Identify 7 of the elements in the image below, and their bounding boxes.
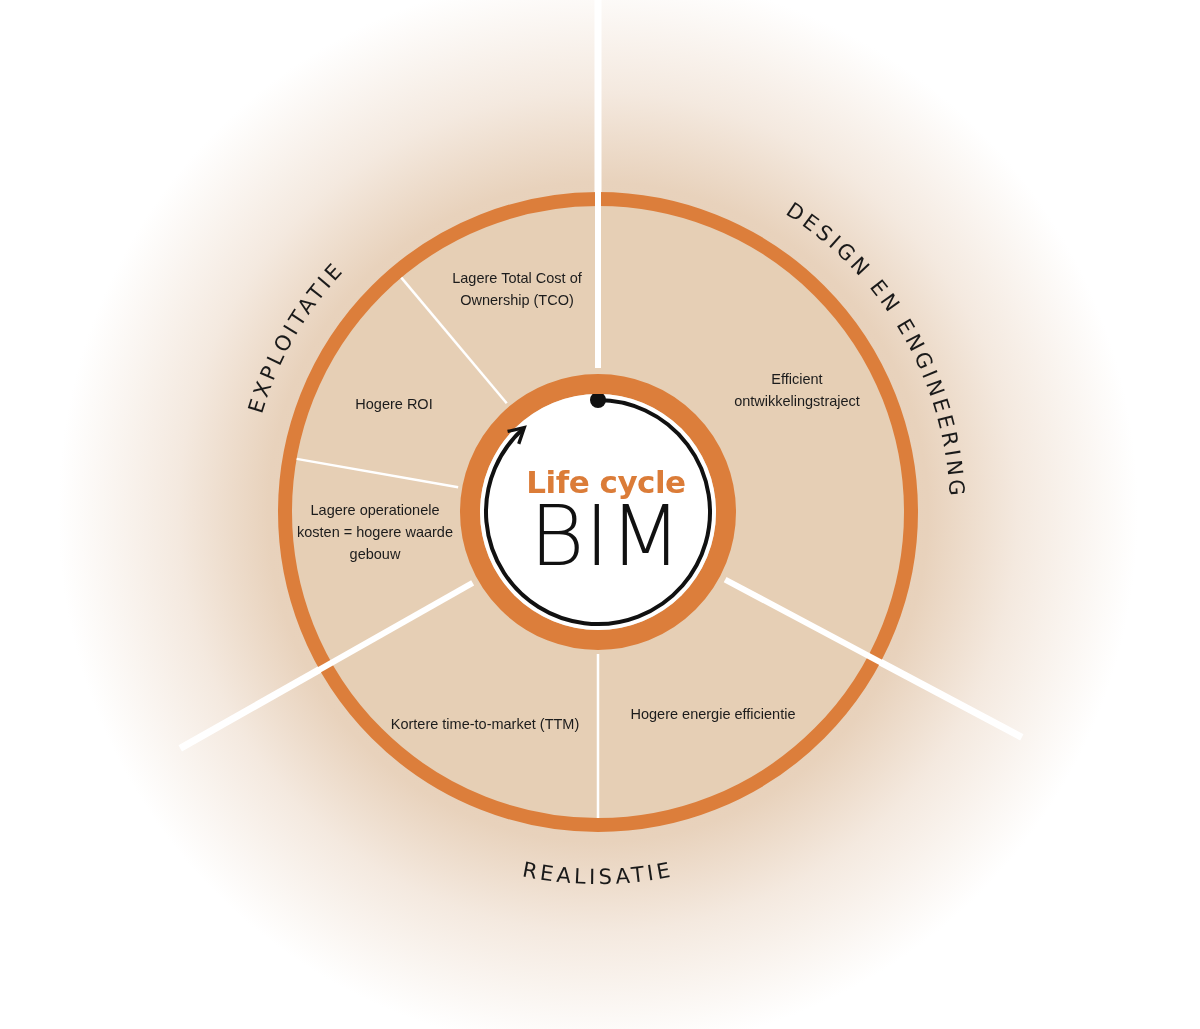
phase-label: REALISATIE	[520, 857, 676, 890]
benefit-text: Lagere operationele kosten = hogere waarde gebouw	[295, 500, 455, 566]
benefit-text: Hogere ROI	[334, 394, 454, 416]
benefit-text: Efficient ontwikkelingstraject	[707, 369, 887, 413]
benefit-text: Kortere time-to-market (TTM)	[390, 714, 580, 736]
benefit-text: Lagere Total Cost of Ownership (TCO)	[442, 268, 592, 312]
benefit-text: Hogere energie efficientie	[613, 704, 813, 726]
